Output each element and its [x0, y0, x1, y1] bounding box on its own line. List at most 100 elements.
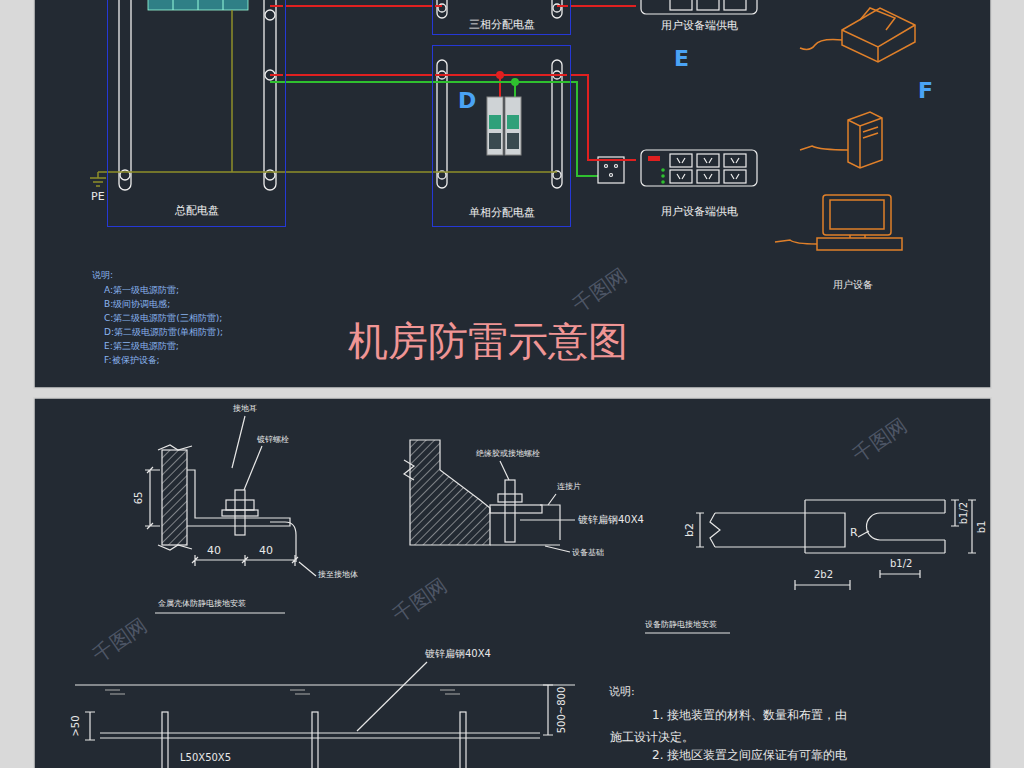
annotation-label: F: [918, 78, 933, 103]
user-device: [800, 146, 848, 150]
spd-module-a: [198, 0, 199, 10]
equipment-detail: [498, 494, 522, 502]
earth-bar-detail: [100, 733, 540, 738]
neutral-wire: [270, 82, 598, 176]
earth-bar-detail: [162, 712, 168, 768]
socket-strip: [724, 0, 746, 10]
spd-module-a: [148, 0, 248, 10]
node-label: 总配电盘: [108, 205, 285, 218]
diagram-title: 机房防雷示意图: [348, 318, 628, 364]
busbar: [552, 0, 562, 18]
annotation-label: >50: [70, 715, 82, 736]
bracket-detail: [222, 510, 258, 516]
equipment-detail: [505, 480, 515, 542]
lap-joint-detail: [795, 580, 850, 590]
watermark: 千图网: [849, 413, 911, 466]
annotation-label: C:第二级电源防雷(三相防雷);: [104, 313, 222, 323]
annotation-label: B:级间协调电感;: [104, 299, 170, 309]
lap-joint-detail: [880, 570, 920, 578]
annotation-label: 40: [259, 545, 273, 558]
earth-bar-detail: [312, 712, 318, 768]
lap-joint-detail: [858, 531, 869, 537]
equipment-detail: [645, 632, 730, 633]
live-wire: [270, 74, 283, 76]
annotation-label: 500~800: [556, 687, 568, 734]
annotation-label: b1: [976, 521, 988, 534]
annotation-label: 设备防静电接地安装: [645, 620, 717, 629]
user-device: [823, 195, 891, 235]
spd-module-a: [223, 0, 224, 10]
lap-joint-detail: [867, 513, 945, 540]
user-device: [830, 200, 884, 229]
panel: [34, 0, 991, 768]
user-device: [817, 238, 902, 250]
lap-joint-detail: [710, 513, 845, 547]
earth-bar-detail: [85, 712, 95, 740]
busbar: [437, 0, 447, 18]
panel: [34, 398, 991, 768]
pe-wire: [231, 10, 233, 172]
annotation-label: b1/2: [890, 558, 912, 570]
spd-module-d: [489, 115, 501, 129]
socket-strip: [648, 156, 660, 161]
spd-module-d: [487, 97, 521, 155]
pe-wire: [98, 171, 557, 173]
socket-strip: [641, 0, 757, 14]
equipment-detail: [500, 461, 570, 552]
annotation-label: 2b2: [814, 569, 833, 581]
spd-module-a: [148, 0, 248, 10]
spd-module-d: [507, 115, 519, 129]
bracket-detail: [162, 450, 187, 545]
annotation-label: 镀锌扁钢40X4: [425, 648, 491, 660]
bracket-detail: [187, 470, 290, 526]
node-label: 用户设备端供电: [636, 206, 762, 219]
bracket-detail: [145, 416, 316, 613]
equipment-detail: [490, 544, 560, 545]
socket-strip-node: 用户设备端供电: [636, 0, 762, 36]
socket-strip: [661, 174, 665, 178]
equipment-detail: [520, 505, 575, 540]
user-device: [848, 112, 882, 168]
spd-module-d: [489, 133, 501, 149]
busbar: [437, 60, 447, 188]
annotation-label: D: [458, 88, 476, 113]
annotation-label: L50X50X5: [180, 752, 231, 764]
user-device: [775, 240, 817, 244]
user-device: [860, 8, 895, 30]
equipment-detail: [490, 505, 542, 513]
socket-strip: [661, 168, 665, 172]
spd-module-d: [487, 97, 503, 155]
bracket-detail: [270, 522, 296, 562]
watermark: 千图网: [569, 263, 631, 316]
bracket-detail: [145, 467, 160, 529]
annotation-label: 施工设计决定。: [610, 731, 694, 745]
earth-bar-detail: [75, 662, 575, 768]
earth-bar-detail: [460, 712, 466, 768]
annotation-label: A:第一级电源防雷;: [104, 285, 179, 295]
socket-strip: [641, 150, 757, 186]
neutral-wire: [270, 79, 598, 176]
lap-joint-detail: [951, 500, 976, 553]
bracket-detail: [158, 445, 192, 550]
user-device: [842, 25, 915, 62]
equipment-detail: [404, 460, 414, 480]
user-device: [775, 8, 915, 250]
lap-joint-detail: [696, 500, 976, 590]
node-label: 单相分配电盘: [433, 207, 570, 220]
node-label: 三相分配电盘: [433, 19, 570, 32]
pe-wire: [90, 10, 557, 186]
annotation-label: b2: [684, 523, 697, 537]
wire-connector: [571, 5, 636, 7]
lap-joint-detail: [805, 500, 945, 553]
panel: [34, 0, 991, 388]
annotation-label: 65: [133, 492, 145, 505]
user-device: [850, 235, 865, 238]
busbar: [265, 10, 275, 20]
socket-strip: [670, 0, 692, 10]
pe-wire: [90, 177, 106, 179]
live-wire: [557, 74, 567, 76]
annotation-label: 镀锌螺栓: [257, 435, 289, 444]
